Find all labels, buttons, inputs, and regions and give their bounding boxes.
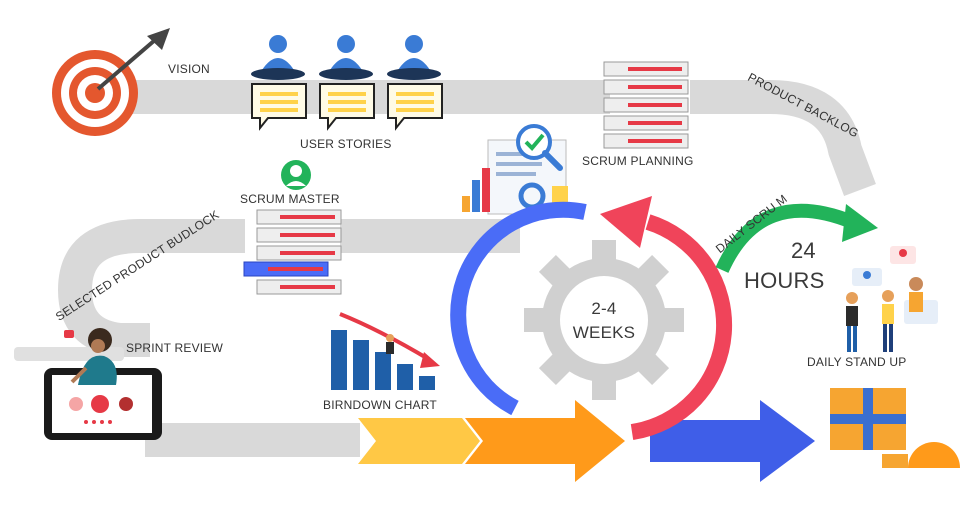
daily-scrum-arrow [715,203,878,273]
hours-unit: HOURS [744,268,825,293]
selected-backlog-list [243,209,342,295]
user-story-icons [251,35,443,131]
burndown-chart-label: BIRNDOWN CHART [323,398,437,412]
weeks-unit: WEEKS [572,323,636,342]
user-story-icon [387,35,443,131]
flow-arrows [358,400,815,482]
target-icon [52,28,170,136]
team-icon [846,246,938,352]
sprint-review-label: SPRINT REVIEW [126,341,224,355]
tablet-review-icon [14,328,162,440]
gift-box-icon [830,388,960,468]
product-backlog-list [603,61,689,149]
user-story-icon [251,35,307,131]
hours-value: 24 [791,238,816,263]
scrum-master-label: SCRUM MASTER [240,192,340,206]
scrum-planning-label: SCRUM PLANNING [582,154,694,168]
document-search-icon [462,124,568,215]
sprint-cycle [450,196,733,440]
user-story-icon [319,35,375,131]
scrum-master-icon [281,160,311,190]
user-stories-label: USER STORIES [300,137,392,151]
vision-label: VISION [168,62,210,76]
weeks-value: 2-4 [591,299,617,318]
daily-stand-up-label: DAILY STAND UP [807,355,907,369]
burndown-chart-icon [331,312,440,390]
gear-icon [524,240,684,400]
